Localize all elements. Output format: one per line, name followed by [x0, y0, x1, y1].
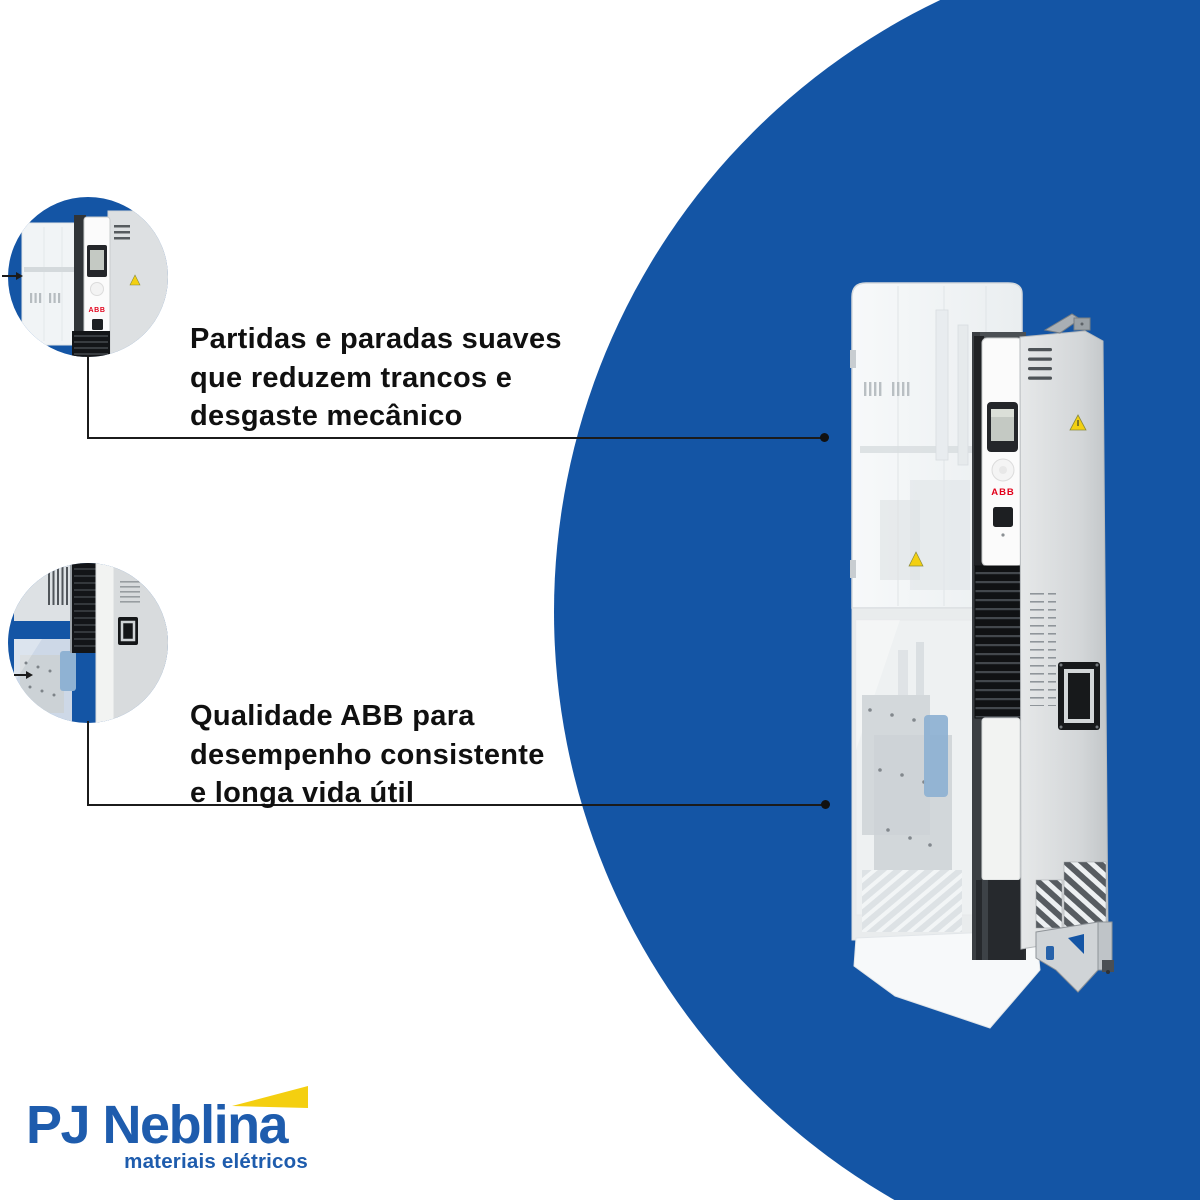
cover-plates-detail — [14, 639, 76, 723]
lifting-hook — [1043, 313, 1091, 334]
detail-1-image: ABB — [21, 210, 168, 357]
feature-text-soft-starts: Partidas e paradas suaves que reduzem tr… — [190, 320, 562, 436]
arrow-2-line — [14, 674, 27, 676]
blue-component — [924, 715, 948, 797]
logo-yellow-wedge-icon — [232, 1086, 308, 1108]
abb-logo-text: ABB — [991, 487, 1015, 498]
arrow-2-icon — [26, 671, 33, 679]
feature-1-line-3: desgaste mecânico — [190, 400, 463, 432]
arrow-1-line — [2, 275, 17, 277]
connector-2-endpoint-dot — [821, 800, 830, 809]
arrow-1-icon — [16, 272, 23, 280]
detail-circle-internals — [8, 563, 168, 723]
abb-logo-text: ABB — [89, 307, 106, 314]
connector-2-vertical — [87, 721, 89, 805]
feature-2-line-2: desempenho consistente — [190, 738, 545, 771]
feature-text-abb-quality: Qualidade ABB para desempenho consistent… — [190, 697, 545, 813]
bottom-grille-large — [1063, 861, 1107, 933]
handle-recess — [1058, 662, 1100, 730]
connector-1-vertical — [87, 355, 89, 437]
feature-1-line-1: Partidas e paradas suaves — [190, 323, 562, 355]
bottom-grille-small — [1035, 879, 1063, 929]
right-panel-detail — [114, 563, 168, 723]
logo-name: PJ Neblina — [26, 1095, 289, 1155]
connector-1-endpoint-dot — [820, 433, 829, 442]
center-column: ABB — [972, 332, 1026, 960]
bottom-grille-left — [862, 870, 962, 932]
logo-tagline: materiais elétricos — [124, 1150, 308, 1173]
blue-component — [60, 651, 76, 691]
warning-icon — [1069, 414, 1087, 431]
top-vent-slots — [1028, 348, 1052, 380]
feature-1-line-2: que reduzem trancos e — [190, 361, 513, 394]
feature-2-line-3: e longa vida útil — [190, 777, 415, 809]
abb-cabinet-drive-image: ABB — [850, 282, 1114, 1029]
louver-detail — [72, 331, 110, 357]
panel-detail — [107, 210, 168, 357]
detail-2-image — [14, 563, 168, 723]
warning-icon — [908, 551, 924, 567]
connector-1-horizontal — [87, 437, 826, 439]
feature-2-line-1: Qualidade ABB para — [190, 700, 475, 732]
handle-detail — [118, 617, 138, 645]
control-panel: ABB — [974, 336, 1023, 567]
gray-panel-top — [14, 563, 78, 621]
detail-circle-control-panel: ABB — [8, 197, 168, 357]
lower-compartment — [851, 551, 983, 941]
louver-vent — [974, 565, 1026, 719]
warning-icon — [129, 274, 141, 286]
control-panel-detail: ABB — [83, 216, 111, 357]
connector-2-horizontal — [87, 804, 827, 806]
louver-column-detail — [70, 563, 98, 653]
side-vent-lines — [1030, 588, 1056, 706]
panel-button — [993, 507, 1013, 527]
mounting-feet — [1035, 921, 1114, 993]
right-panel — [1019, 313, 1114, 993]
